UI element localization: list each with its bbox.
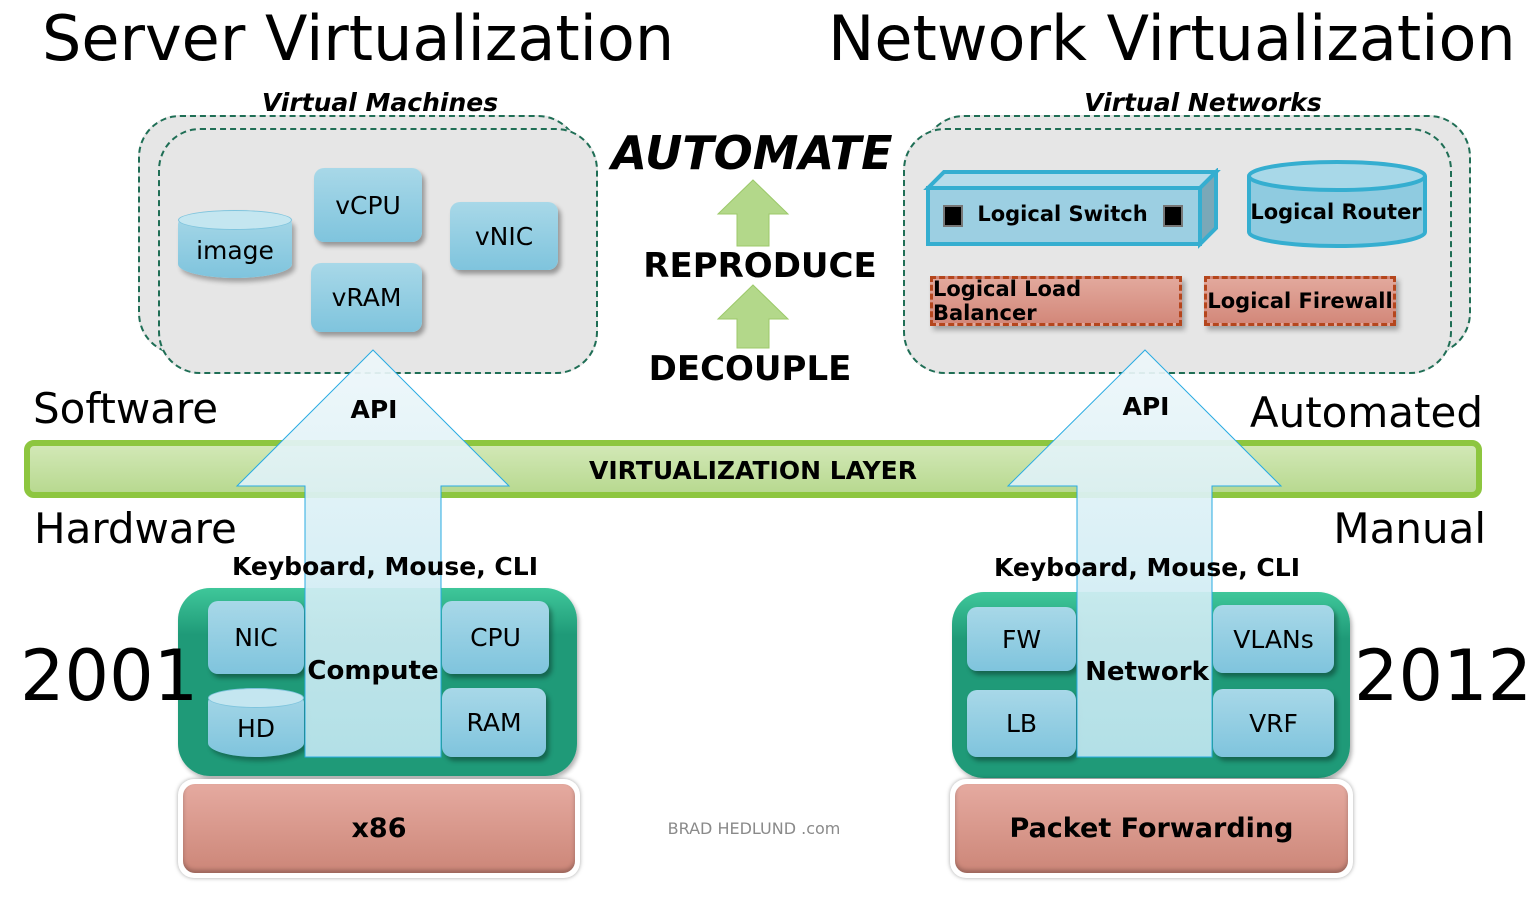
step-arrows (716, 179, 790, 349)
year-2001: 2001 (20, 635, 199, 717)
decouple-label: DECOUPLE (648, 349, 852, 389)
credit-watermark: BRAD HEDLUND .com (667, 819, 841, 838)
vnic-box: vNIC (450, 202, 558, 270)
packet-forwarding-block: Packet Forwarding (950, 779, 1353, 878)
ram-box: RAM (442, 688, 546, 757)
compute-label: Compute (307, 656, 439, 686)
software-label: Software (33, 384, 219, 433)
logical-router-label: Logical Router (1250, 200, 1422, 224)
fw-box: FW (967, 607, 1076, 671)
nic-box: NIC (208, 601, 304, 674)
year-2012: 2012 (1354, 635, 1533, 717)
vlans-box: VLANs (1213, 605, 1334, 673)
cpu-box: CPU (442, 601, 549, 674)
right-api-arrow (1006, 349, 1283, 758)
hd-label: HD (236, 714, 276, 743)
vcpu-box: vCPU (314, 168, 422, 242)
network-virtualization-title: Network Virtualization (828, 2, 1516, 75)
lb-box: LB (967, 690, 1076, 757)
up-arrow-icon (716, 179, 790, 247)
port-icon (1163, 205, 1183, 227)
up-arrow-icon (716, 284, 790, 349)
hd-cylinder: HD (208, 688, 304, 757)
logical-switch-shape (923, 168, 1221, 249)
x86-block: x86 (178, 779, 580, 878)
vrf-box: VRF (1213, 689, 1334, 757)
automate-label: AUTOMATE (611, 126, 893, 180)
reproduce-label: REPRODUCE (643, 246, 877, 286)
x86-label: x86 (183, 784, 575, 873)
image-label: image (196, 235, 274, 265)
logical-firewall: Logical Firewall (1204, 276, 1396, 326)
network-label: Network (1085, 657, 1209, 687)
hardware-label: Hardware (34, 504, 237, 553)
virtual-machines-heading: Virtual Machines (261, 88, 499, 117)
logical-router-shape (1247, 160, 1427, 248)
right-api-label: API (1122, 392, 1170, 421)
left-api-arrow (235, 349, 511, 758)
right-interface-label: Keyboard, Mouse, CLI (993, 553, 1301, 582)
virtual-networks-heading: Virtual Networks (1084, 88, 1322, 117)
virtualization-layer-label: VIRTUALIZATION LAYER (588, 456, 918, 485)
automated-label: Automated (1249, 388, 1483, 437)
server-virtualization-title: Server Virtualization (42, 2, 675, 75)
vram-box: vRAM (311, 263, 422, 332)
left-api-label: API (350, 395, 398, 424)
logical-load-balancer: Logical Load Balancer (930, 276, 1182, 326)
logical-switch-label: Logical Switch (977, 202, 1148, 226)
left-interface-label: Keyboard, Mouse, CLI (231, 552, 539, 581)
manual-label: Manual (1333, 504, 1486, 553)
port-icon (943, 205, 963, 227)
image-cylinder: image (178, 210, 292, 278)
packet-forwarding-label: Packet Forwarding (955, 784, 1348, 873)
